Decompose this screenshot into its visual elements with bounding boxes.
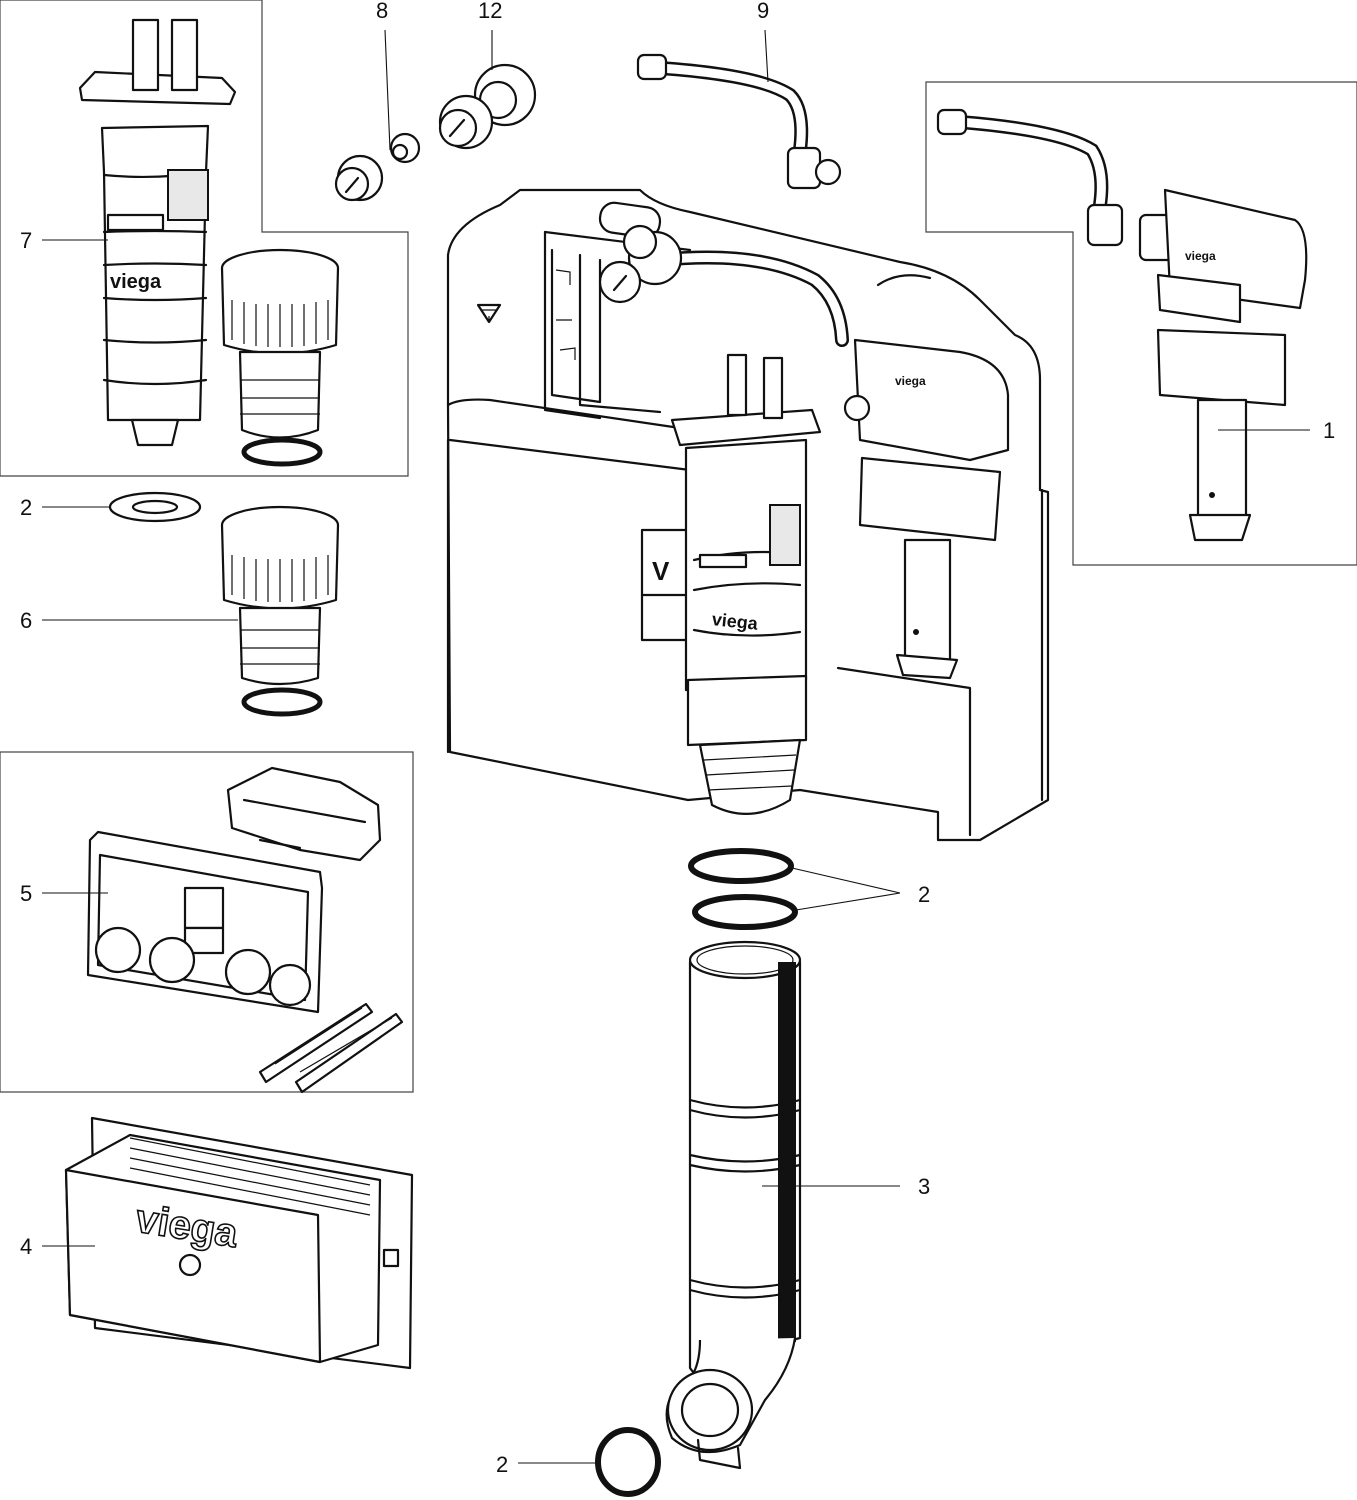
callout-9: 9 — [757, 0, 769, 23]
callout-8: 8 — [376, 0, 388, 23]
part-2-o-rings — [688, 848, 798, 930]
callout-labels: 1 2 2 2 3 4 5 6 7 8 9 12 — [20, 0, 1335, 1477]
installed-fill-valve: viega — [843, 338, 1010, 680]
svg-text:V: V — [652, 556, 670, 586]
brand-label-flush-valve: viega — [110, 271, 162, 293]
panel-frames — [0, 0, 1357, 1093]
part-1-fill-valve: viega — [936, 108, 1308, 542]
callout-5: 5 — [20, 881, 32, 906]
leader-lines — [42, 29, 1310, 1464]
part-7-flush-valve: viega — [78, 18, 237, 447]
part-12-knob — [438, 63, 537, 150]
body-hose — [598, 224, 849, 347]
svg-text:viega: viega — [711, 609, 760, 634]
callout-1: 1 — [1323, 418, 1335, 443]
callout-3: 3 — [918, 1174, 930, 1199]
brand-label-fill-valve: viega — [1185, 249, 1216, 263]
part-5-screws — [258, 1002, 404, 1094]
part-2-bottom-o-ring — [595, 1427, 661, 1497]
part-7-adapter — [220, 248, 340, 467]
part-5-frame — [86, 766, 382, 1014]
part-8-caps — [334, 132, 421, 202]
callout-4: 4 — [20, 1234, 32, 1259]
callout-7: 7 — [20, 228, 32, 253]
part-9-hose — [636, 53, 842, 190]
leader-9 — [764, 29, 769, 83]
part-3-flush-pipe — [665, 940, 802, 1470]
panel-flush-valve — [0, 0, 409, 477]
panel-fill-valve — [925, 81, 1357, 566]
callout-2-orings: 2 — [918, 882, 930, 907]
callout-12: 12 — [478, 0, 502, 23]
callout-2-bottom: 2 — [496, 1452, 508, 1477]
leader-2-orings-a — [791, 867, 901, 894]
part-4-panel: viega — [64, 1116, 414, 1370]
panel-actuator-frame — [0, 751, 414, 1093]
leader-8 — [384, 29, 391, 151]
svg-text:viega: viega — [895, 374, 926, 388]
callout-2-washer: 2 — [20, 495, 32, 520]
part-6-adapter — [220, 505, 340, 717]
leader-2-orings-b — [795, 892, 901, 911]
callout-6: 6 — [20, 608, 32, 633]
part-2-washer — [108, 491, 202, 523]
installed-flush-valve: viega — [670, 353, 822, 815]
